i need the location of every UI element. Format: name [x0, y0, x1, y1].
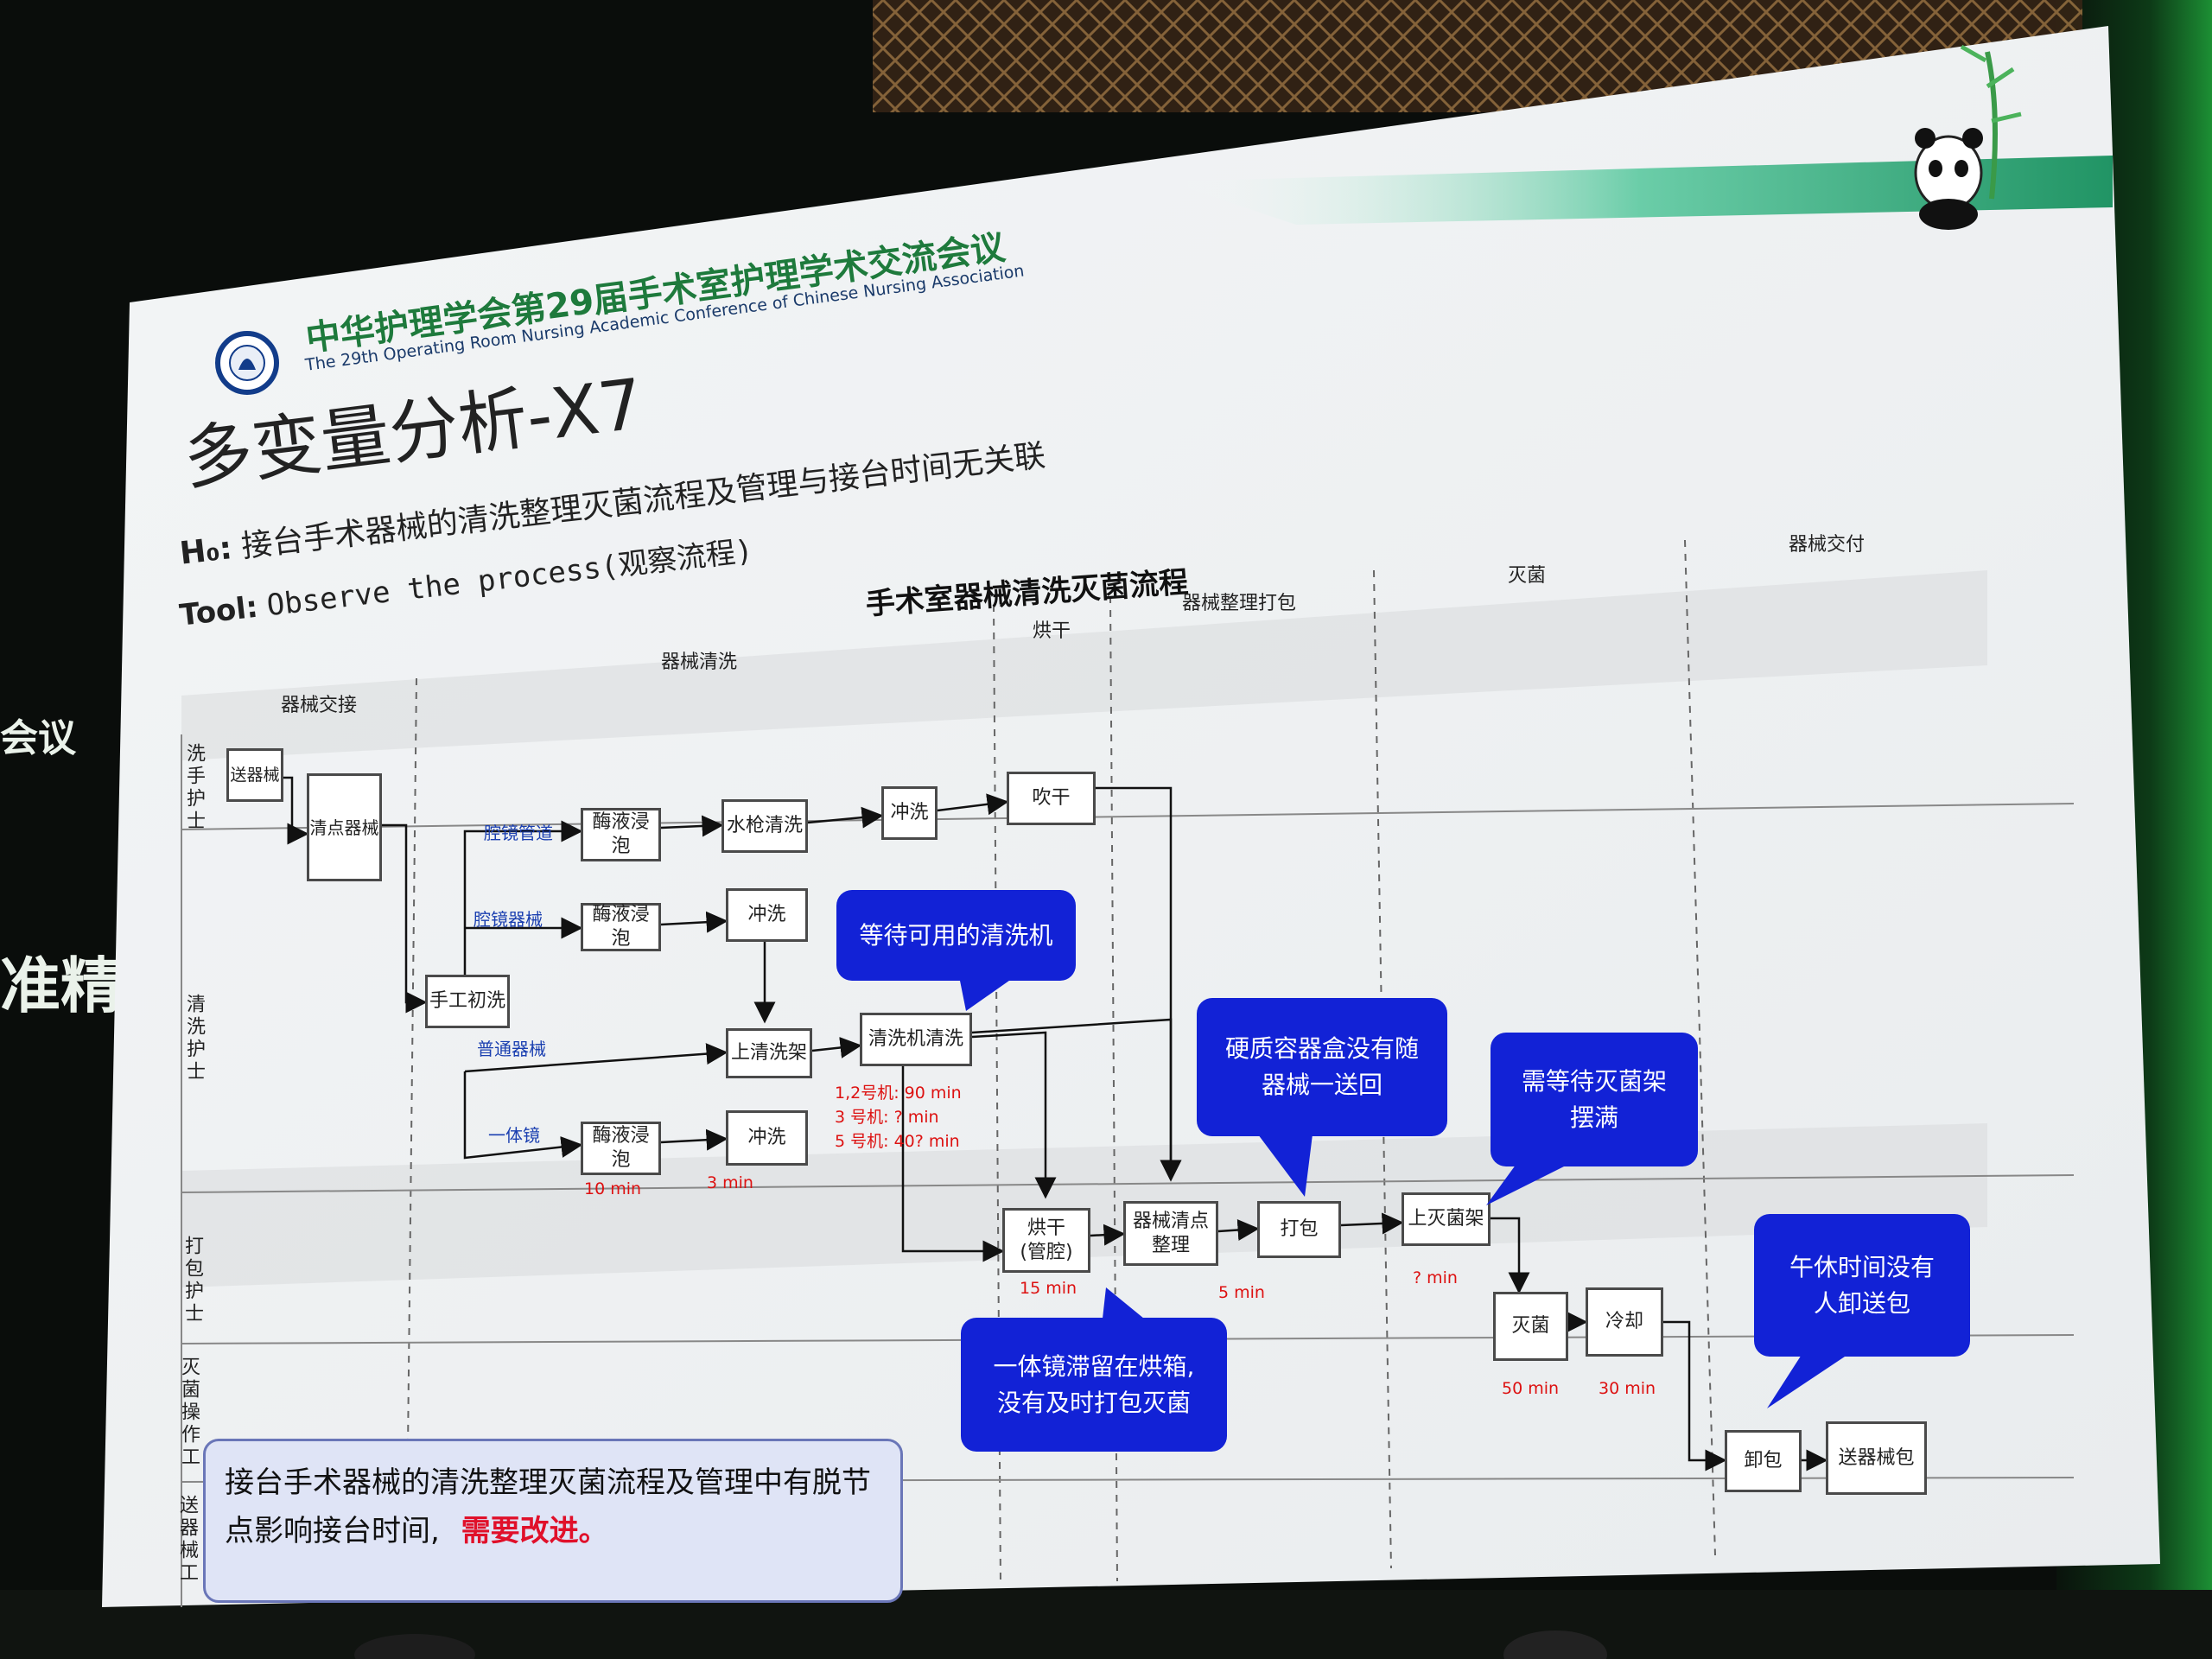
node-deliver-package: 送器械包	[1826, 1421, 1927, 1495]
node-blow-dry: 吹干	[1007, 772, 1096, 825]
lane-delivery-worker: 送器械工	[176, 1495, 198, 1585]
node-sterilize: 灭菌	[1493, 1292, 1568, 1361]
node-enzyme-soak-1: 酶液浸泡	[581, 808, 661, 861]
callout-wait-rack-full: 需等待灭菌架 摆满	[1491, 1033, 1698, 1166]
time-cool: 30 min	[1599, 1379, 1656, 1398]
time-dry: 15 min	[1020, 1279, 1077, 1298]
node-water-gun: 水枪清洗	[721, 799, 808, 853]
node-pack: 打包	[1257, 1201, 1341, 1258]
branch-general-instrument: 普通器械	[477, 1039, 546, 1059]
node-load-rack: 上清洗架	[726, 1028, 812, 1078]
branch-endoscope-tube: 腔镜管道	[484, 823, 553, 843]
conclusion-highlight: 需要改进。	[461, 1514, 608, 1548]
node-rinse-1: 冲洗	[881, 786, 938, 840]
node-count-arrange: 器械清点 整理	[1123, 1201, 1218, 1266]
node-count-instruments: 清点器械	[307, 773, 382, 881]
branch-integrated-scope: 一体镜	[488, 1125, 540, 1146]
branch-endoscope-instrument: 腔镜器械	[474, 909, 543, 930]
time-machine-2: 3 号机: ? min	[835, 1108, 939, 1127]
callout-container-not-returned: 硬质容器盒没有随 器械一送回	[1197, 998, 1447, 1136]
node-rinse-2: 冲洗	[726, 888, 808, 942]
time-sterilize: 50 min	[1502, 1379, 1560, 1398]
time-pack: 5 min	[1218, 1283, 1265, 1302]
node-enzyme-soak-3: 酶液浸泡	[581, 1122, 661, 1175]
node-enzyme-soak-2: 酶液浸泡	[581, 903, 661, 951]
conference-logo	[215, 331, 279, 395]
node-unload: 卸包	[1725, 1430, 1802, 1492]
lane-packing-nurse: 打包护士	[181, 1236, 203, 1325]
phase-packing: 器械整理打包	[1182, 593, 1297, 614]
phase-cleaning: 器械清洗	[661, 652, 738, 673]
node-send-instruments: 送器械	[226, 748, 283, 802]
side-screen-text-top: 会议	[0, 716, 76, 760]
node-cool: 冷却	[1586, 1287, 1663, 1357]
node-sterilization-rack: 上灭菌架	[1402, 1192, 1491, 1246]
side-screen-text-mid: 准精	[0, 950, 121, 1021]
time-enzyme: 10 min	[584, 1179, 642, 1198]
phase-handover: 器械交接	[281, 695, 358, 716]
time-machine-1: 1,2号机: 90 min	[835, 1084, 962, 1103]
callout-lunch-no-staff: 午休时间没有 人卸送包	[1754, 1214, 1970, 1357]
phase-drying: 烘干	[1033, 620, 1071, 642]
node-washer: 清洗机清洗	[860, 1013, 972, 1066]
time-rinse: 3 min	[707, 1173, 753, 1192]
node-rinse-3: 冲洗	[726, 1110, 808, 1166]
conclusion-box: 接台手术器械的清洗整理灭菌流程及管理中有脱节点影响接台时间, 需要改进。	[203, 1439, 903, 1603]
phase-delivery: 器械交付	[1789, 534, 1866, 556]
lane-scrub-nurse: 洗手护士	[183, 743, 205, 833]
time-rack: ? min	[1413, 1268, 1458, 1287]
phase-sterilization: 灭菌	[1508, 565, 1547, 587]
lane-sterilization-worker: 灭菌操作工	[178, 1357, 200, 1469]
node-manual-prewash: 手工初洗	[425, 975, 510, 1028]
time-machine-3: 5 号机: 40? min	[835, 1132, 960, 1151]
node-dry-lumen: 烘干 (管腔)	[1002, 1208, 1090, 1273]
callout-scope-stuck-in-oven: 一体镜滞留在烘箱, 没有及时打包灭菌	[961, 1318, 1227, 1452]
lane-cleaning-nurse: 清洗护士	[183, 994, 205, 1084]
callout-wait-washer: 等待可用的清洗机	[836, 890, 1076, 981]
conclusion-text: 接台手术器械的清洗整理灭菌流程及管理中有脱节点影响接台时间,	[225, 1465, 871, 1548]
panda-mascot	[1914, 44, 2022, 230]
